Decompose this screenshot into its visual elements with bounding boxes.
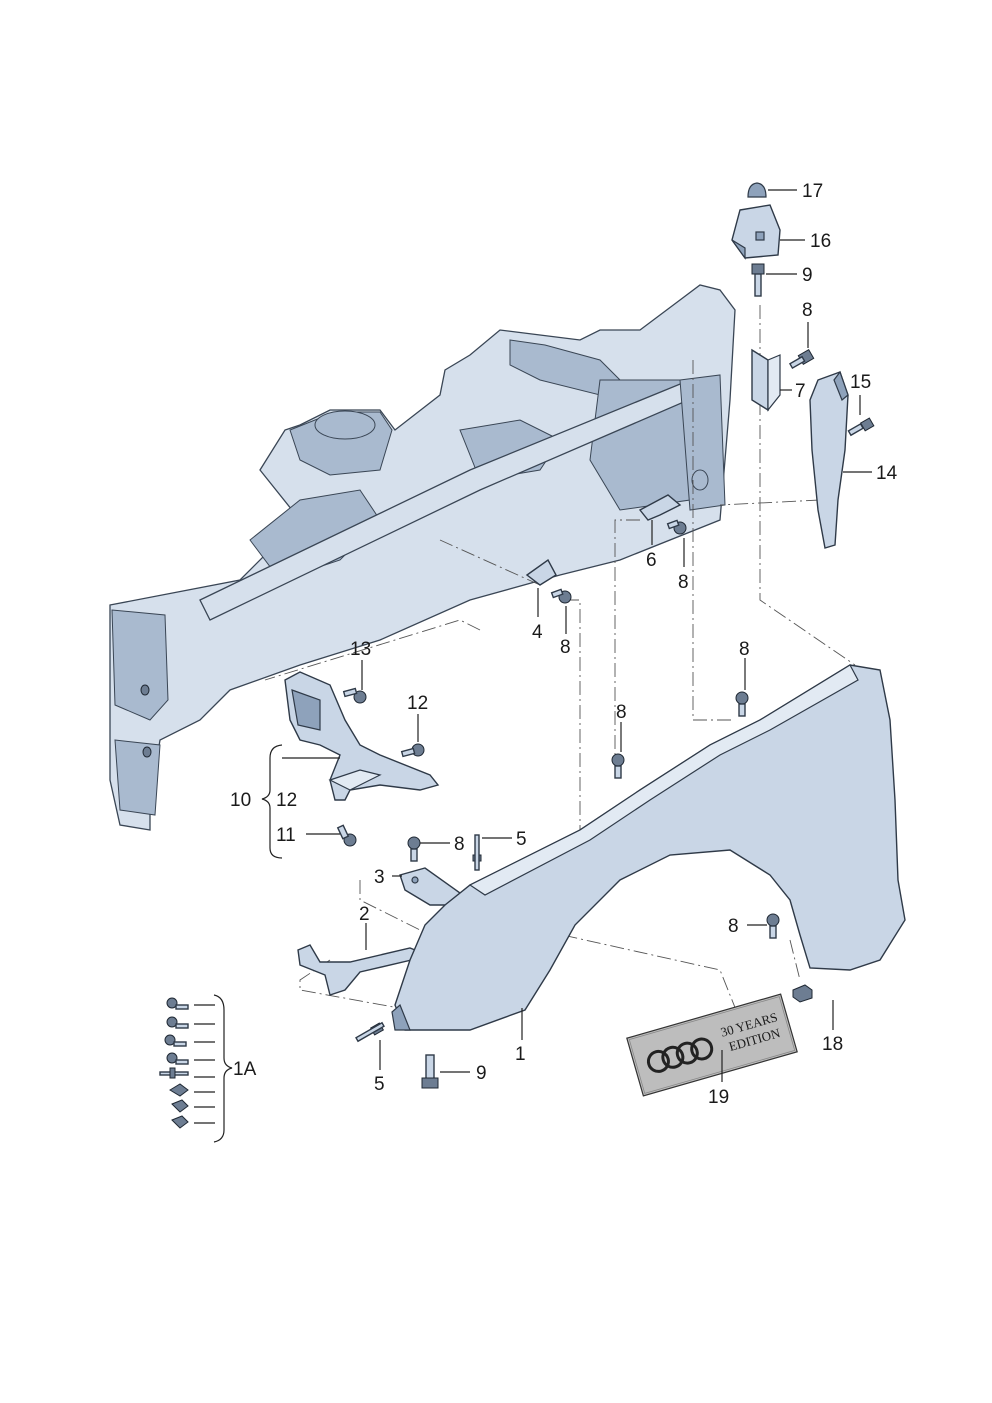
bolt-8-fender-a [611,753,625,779]
bolt-11 [336,824,357,847]
part-19-badge: 30 YEARS EDITION [626,993,798,1097]
part-17-cap-nut [747,182,767,198]
bolt-8-upper-right [788,348,815,370]
nut-18 [792,984,813,1003]
callout-9-lower: 9 [476,1063,487,1084]
callout-11: 11 [276,825,296,846]
callout-10: 10 [230,790,251,811]
callout-8-wheelarch: 8 [728,916,739,937]
bolt-15 [847,417,875,437]
part-4-bracket [525,558,557,586]
callout-9-top: 9 [802,265,813,286]
callout-4: 4 [532,622,543,643]
fastener-set-items [159,997,189,1129]
part-6-bracket [638,494,682,521]
four-rings-logo [646,1037,714,1073]
callout-8-near-3: 8 [454,834,465,855]
bolt-8-near-4 [550,588,572,604]
bracket-1a [213,994,233,1143]
bracket-10 [261,744,283,859]
callout-6: 6 [646,550,657,571]
bolt-8-wheelarch [766,913,780,939]
callout-12-upper: 12 [407,693,428,714]
callout-labels: 17 16 9 8 7 15 14 6 8 4 8 13 12 10 12 11… [230,181,898,1108]
callout-5-lower: 5 [374,1074,385,1095]
bolt-9-lower [421,1054,439,1089]
part-10-support-bracket [284,671,440,801]
part-9-stud-top [751,263,765,297]
callout-8-fender-b: 8 [739,639,750,660]
stud-5-upper [472,834,482,871]
bolt-12 [400,743,425,758]
callout-8-fender-a: 8 [616,702,627,723]
bolt-8-near-3 [407,836,421,862]
bolt-13 [342,687,367,704]
part-14-reinforcement [809,370,849,549]
callout-1a: 1A [233,1059,257,1080]
assembly-lines [264,305,856,1021]
callout-15: 15 [850,372,871,393]
callout-13: 13 [350,639,371,660]
part-1-fender [391,664,906,1031]
callout-3: 3 [374,867,385,888]
part-7-bracket [751,348,781,412]
bolt-8-fender-b [735,691,749,717]
callout-7: 7 [795,381,806,402]
callout-14: 14 [876,463,898,484]
callout-19: 19 [708,1087,729,1108]
part-16-mount-block [731,204,781,260]
bolt-8-mid-6 [666,519,687,535]
callout-8-near-4: 8 [560,637,571,658]
part-1a-fastener-set [159,994,233,1143]
callout-1: 1 [515,1044,526,1065]
callout-17: 17 [802,181,823,202]
callout-2: 2 [359,904,370,925]
stud-5-lower [355,1021,385,1043]
callout-5-upper: 5 [516,829,527,850]
body-structure [109,284,736,831]
callout-8-near-6: 8 [678,572,689,593]
callout-16: 16 [810,231,831,252]
leader-lines [282,189,872,1082]
callout-18: 18 [822,1034,843,1055]
callout-8-top: 8 [802,300,813,321]
fastener-set-leaders [194,1004,215,1124]
callout-12-group: 12 [276,790,297,811]
